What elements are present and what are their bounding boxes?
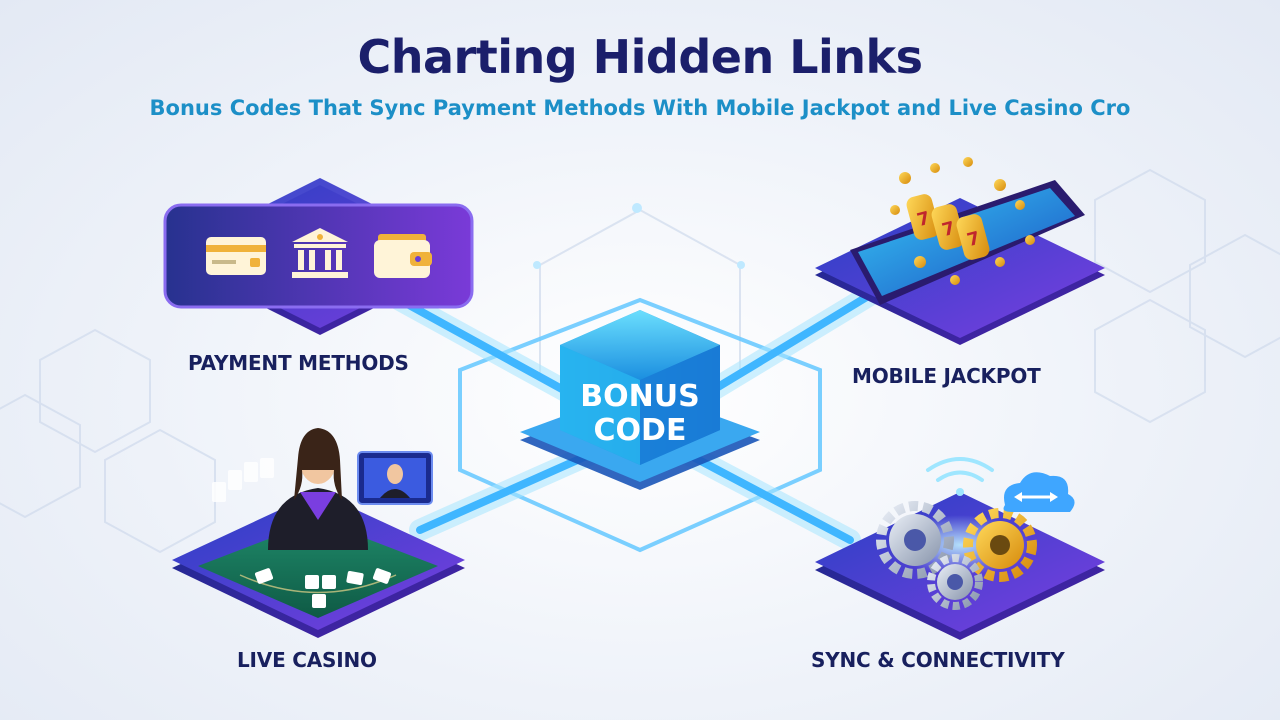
cloud-sync-icon	[1004, 472, 1075, 512]
label-live-casino: LIVE CASINO	[237, 648, 377, 672]
video-feed-icon	[358, 452, 432, 504]
dealer-icon	[268, 428, 368, 550]
mobile-jackpot-node: 7 7 7	[815, 157, 1105, 345]
credit-card-icon	[206, 237, 266, 275]
floating-cards-icon	[212, 458, 274, 502]
background-dots	[533, 203, 745, 269]
hub-label-line1: BONUS	[580, 379, 699, 414]
label-payment-methods: PAYMENT METHODS	[188, 351, 409, 375]
page-subtitle: Bonus Codes That Sync Payment Methods Wi…	[0, 96, 1280, 120]
wallet-icon	[374, 234, 432, 278]
page-title: Charting Hidden Links	[0, 30, 1280, 84]
sync-connectivity-node	[815, 459, 1105, 640]
hub-label-line2: CODE	[594, 413, 687, 448]
wifi-icon	[928, 459, 992, 496]
label-sync-connectivity: SYNC & CONNECTIVITY	[811, 648, 1065, 672]
label-mobile-jackpot: MOBILE JACKPOT	[852, 364, 1041, 388]
